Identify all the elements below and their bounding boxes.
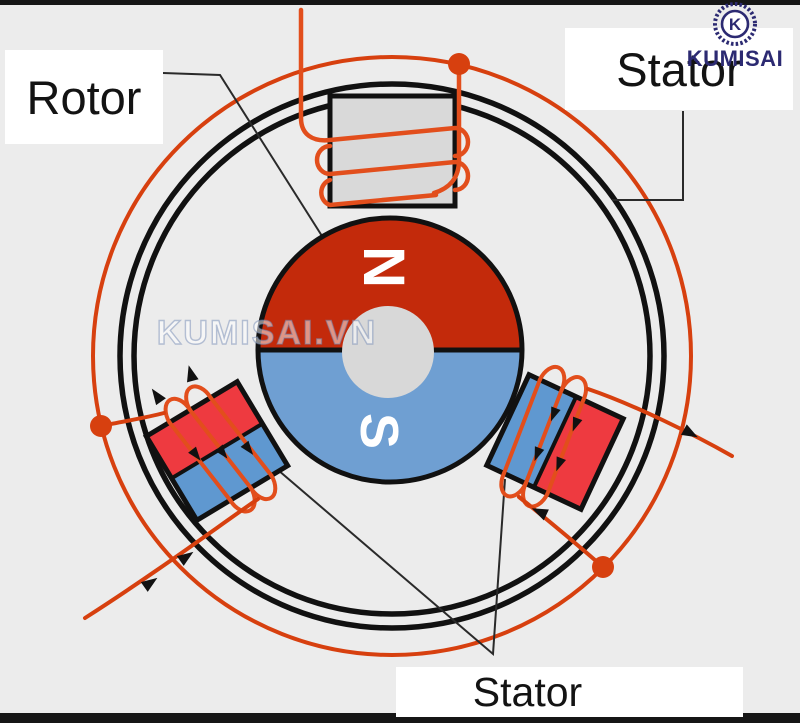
right-pole-ring-wire xyxy=(517,495,605,569)
top-stator-pole xyxy=(298,7,471,209)
top-pole-coil xyxy=(298,7,471,208)
left-stator-pole xyxy=(142,378,292,524)
left-pole-current-arrows xyxy=(188,440,254,461)
top-pole-core xyxy=(327,93,458,209)
stator-top-label: Stator xyxy=(565,28,793,110)
rotor-outline xyxy=(255,215,525,485)
bottom-frame-bar xyxy=(0,713,800,723)
rotor-north-half xyxy=(258,218,522,350)
stator-bottom-pointer-lines xyxy=(277,469,506,657)
logo-brand-name: KUMISAI xyxy=(686,46,784,71)
rotor-south-letter: S xyxy=(349,413,409,449)
rotor-label: Rotor xyxy=(5,50,163,144)
rotor-pointer-line xyxy=(162,72,323,237)
junction-dot-top xyxy=(448,53,470,75)
right-pole-red-half xyxy=(533,396,624,510)
power-ring xyxy=(91,55,693,657)
left-pole-blue-half xyxy=(171,423,288,521)
junction-dots xyxy=(90,53,614,578)
right-pole-divider xyxy=(532,395,578,489)
right-pole-current-arrows xyxy=(534,406,583,472)
kumisai-logo-emblem: K xyxy=(713,2,757,46)
wire-current-arrows xyxy=(140,365,698,592)
logo-inner-circle xyxy=(720,9,750,39)
stator-top-pointer-line xyxy=(612,111,684,201)
left-pole-return-wire xyxy=(83,497,260,620)
rotor-north-letter: N xyxy=(351,246,416,288)
pointer-lines xyxy=(162,72,684,657)
junction-dot-left xyxy=(90,415,112,437)
right-pole-coil xyxy=(499,364,588,509)
watermark-text: KUMISAI.VN xyxy=(157,314,377,352)
rotor-magnet: N S xyxy=(255,215,525,485)
rotor-south-half xyxy=(258,350,522,482)
right-pole-outline xyxy=(483,371,627,513)
top-frame-bar xyxy=(0,0,800,5)
laurel-wreath-icon xyxy=(713,2,757,46)
junction-dot-bottom-right xyxy=(592,556,614,578)
stator-bottom-label: Stator xyxy=(396,667,743,717)
top-pole-feed-wire xyxy=(431,61,462,196)
logo-monogram: K xyxy=(729,15,742,34)
right-pole-out-wire xyxy=(586,387,734,458)
rotor-shaft xyxy=(342,306,434,398)
left-pole-coil xyxy=(163,384,278,514)
right-stator-pole xyxy=(483,364,627,513)
kumisai-logo: K KUMISAI xyxy=(676,1,794,72)
external-wires xyxy=(83,387,734,620)
stator-shell-outer xyxy=(117,81,667,631)
